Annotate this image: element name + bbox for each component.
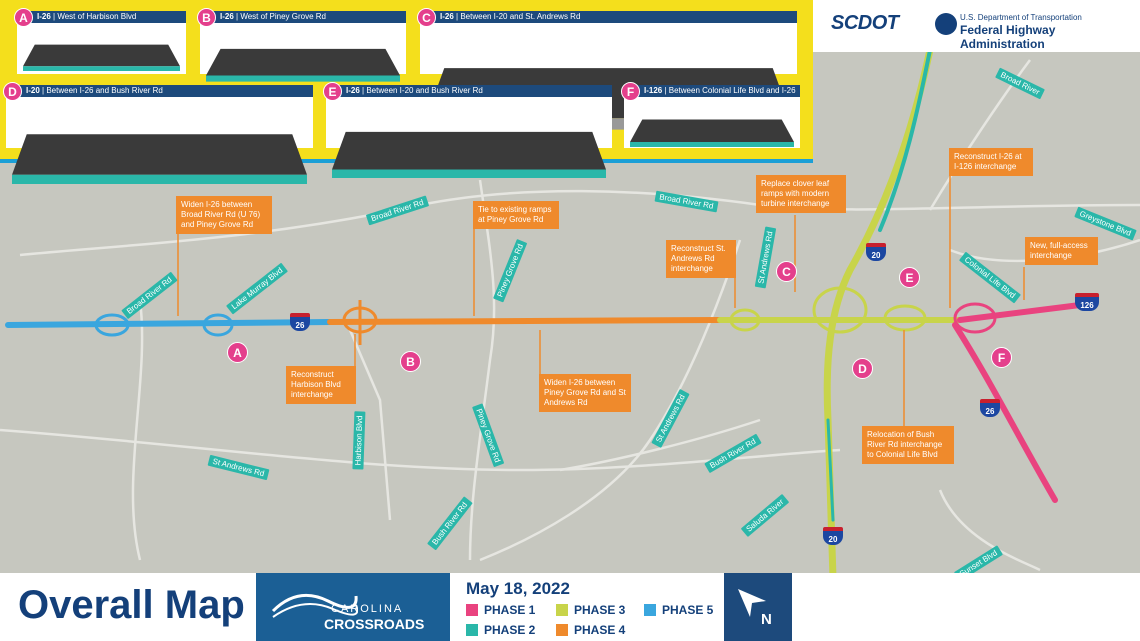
callout: Widen I-26 between Broad River Rd (U 76)… xyxy=(176,196,272,234)
road-section-sketch xyxy=(332,131,606,179)
crossroads-wave-icon xyxy=(271,593,358,618)
legend-phase-3: PHASE 3 xyxy=(556,603,625,617)
road-label: Harbison Blvd xyxy=(352,411,366,470)
cross-section-route: I-20 xyxy=(26,86,40,95)
cross-section-route: I-26 xyxy=(346,86,360,95)
legend-phase-5: PHASE 5 xyxy=(644,603,713,617)
cross-section-location: Between I-20 and St. Andrews Rd xyxy=(460,12,581,21)
section-marker-f: F xyxy=(991,347,1012,368)
logo-line-1: CAROLINA xyxy=(331,603,404,615)
interstate-shield-icon: 26 xyxy=(980,399,1000,417)
interstate-shield-icon: 126 xyxy=(1075,293,1099,311)
legend-label: PHASE 1 xyxy=(484,603,536,617)
north-arrow-icon xyxy=(738,589,766,617)
legend-swatch xyxy=(644,604,656,616)
legend-swatch xyxy=(466,604,478,616)
cross-section-location: Between I-26 and Bush River Rd xyxy=(46,86,163,95)
i26-mainline xyxy=(5,302,1083,503)
cross-section-location: Between I-20 and Bush River Rd xyxy=(366,86,483,95)
interstate-shield-icon: 20 xyxy=(823,527,843,545)
interstate-shield-icon: 26 xyxy=(290,313,310,331)
cross-section-letter: B xyxy=(197,8,216,27)
logo-line-2: CROSSROADS xyxy=(324,616,425,632)
callout: Widen I-26 between Piney Grove Rd and St… xyxy=(539,374,631,412)
fhwa-department: U.S. Department of Transportation xyxy=(960,13,1082,22)
callout: Replace clover leaf ramps with modern tu… xyxy=(756,175,846,213)
legend-phase-4: PHASE 4 xyxy=(556,623,625,637)
legend-swatch xyxy=(466,624,478,636)
callout: Relocation of Bush River Rd interchange … xyxy=(862,426,954,464)
cross-section-letter: C xyxy=(417,8,436,27)
road-section-sketch xyxy=(630,119,794,148)
cross-section-letter: F xyxy=(621,82,640,101)
cross-section-panel: I-26 | West of Harbison Blvd A I-26 | We… xyxy=(0,0,813,184)
cross-section-location: West of Harbison Blvd xyxy=(57,12,137,21)
cross-section-route: I-126 xyxy=(644,86,663,95)
interchange-loops xyxy=(94,286,997,345)
cross-section-letter: E xyxy=(323,82,342,101)
cross-section-card-c: I-26 | Between I-20 and St. Andrews Rd C xyxy=(417,8,797,130)
callout: New, full-access interchange xyxy=(1025,237,1098,265)
north-arrow: N xyxy=(724,573,792,641)
cross-section-card-f: I-126 | Between Colonial Life Blvd and I… xyxy=(621,82,800,148)
road-section-sketch xyxy=(206,48,400,82)
legend-swatch xyxy=(556,624,568,636)
cross-section-card-d: I-20 | Between I-26 and Bush River Rd D xyxy=(3,82,313,184)
cross-section-card-b: I-26 | West of Piney Grove Rd B xyxy=(197,8,406,82)
interstate-shield-icon: 20 xyxy=(866,243,886,261)
carolina-crossroads-logo: CAROLINA CROSSROADS xyxy=(256,573,450,641)
cross-section-route: I-26 xyxy=(440,12,454,21)
legend-label: PHASE 5 xyxy=(662,603,714,617)
map-footer: Overall Map CAROLINA CROSSROADS May 18, … xyxy=(0,573,1140,641)
section-marker-b: B xyxy=(400,351,421,372)
road-section-sketch xyxy=(23,44,180,72)
agency-logos: SCDOT U.S. Department of Transportation … xyxy=(813,0,1140,52)
north-label: N xyxy=(761,611,772,628)
section-marker-c: C xyxy=(776,261,797,282)
cross-section-route: I-26 xyxy=(220,12,234,21)
road-section-sketch xyxy=(12,134,307,184)
cross-section-card-e: I-26 | Between I-20 and Bush River Rd E xyxy=(323,82,612,179)
callout: Tie to existing ramps at Piney Grove Rd xyxy=(473,201,559,229)
callout: Reconstruct St. Andrews Rd interchange xyxy=(666,240,736,278)
scdot-logo: SCDOT xyxy=(831,12,899,34)
fhwa-seal-icon xyxy=(935,13,957,35)
cross-section-location: West of Piney Grove Rd xyxy=(240,12,326,21)
callout: Reconstruct Harbison Blvd interchange xyxy=(286,366,356,404)
cross-section-card-a: I-26 | West of Harbison Blvd A xyxy=(14,8,186,74)
legend-label: PHASE 4 xyxy=(574,623,626,637)
cross-section-letter: D xyxy=(3,82,22,101)
cross-section-location: Between Colonial Life Blvd and I-26 xyxy=(668,86,796,95)
section-marker-d: D xyxy=(852,358,873,379)
legend-label: PHASE 2 xyxy=(484,623,536,637)
cross-section-route: I-26 xyxy=(37,12,51,21)
legend-label: PHASE 3 xyxy=(574,603,626,617)
legend-swatch xyxy=(556,604,568,616)
legend-phase-1: PHASE 1 xyxy=(466,603,535,617)
callout: Reconstruct I-26 at I-126 interchange xyxy=(949,148,1033,176)
fhwa-name: Federal Highway Administration xyxy=(960,23,1056,51)
section-marker-a: A xyxy=(227,342,248,363)
map-date: May 18, 2022 xyxy=(466,579,570,598)
legend-phase-2: PHASE 2 xyxy=(466,623,535,637)
section-marker-e: E xyxy=(899,267,920,288)
map-title: Overall Map xyxy=(18,583,245,627)
cross-section-letter: A xyxy=(14,8,33,27)
